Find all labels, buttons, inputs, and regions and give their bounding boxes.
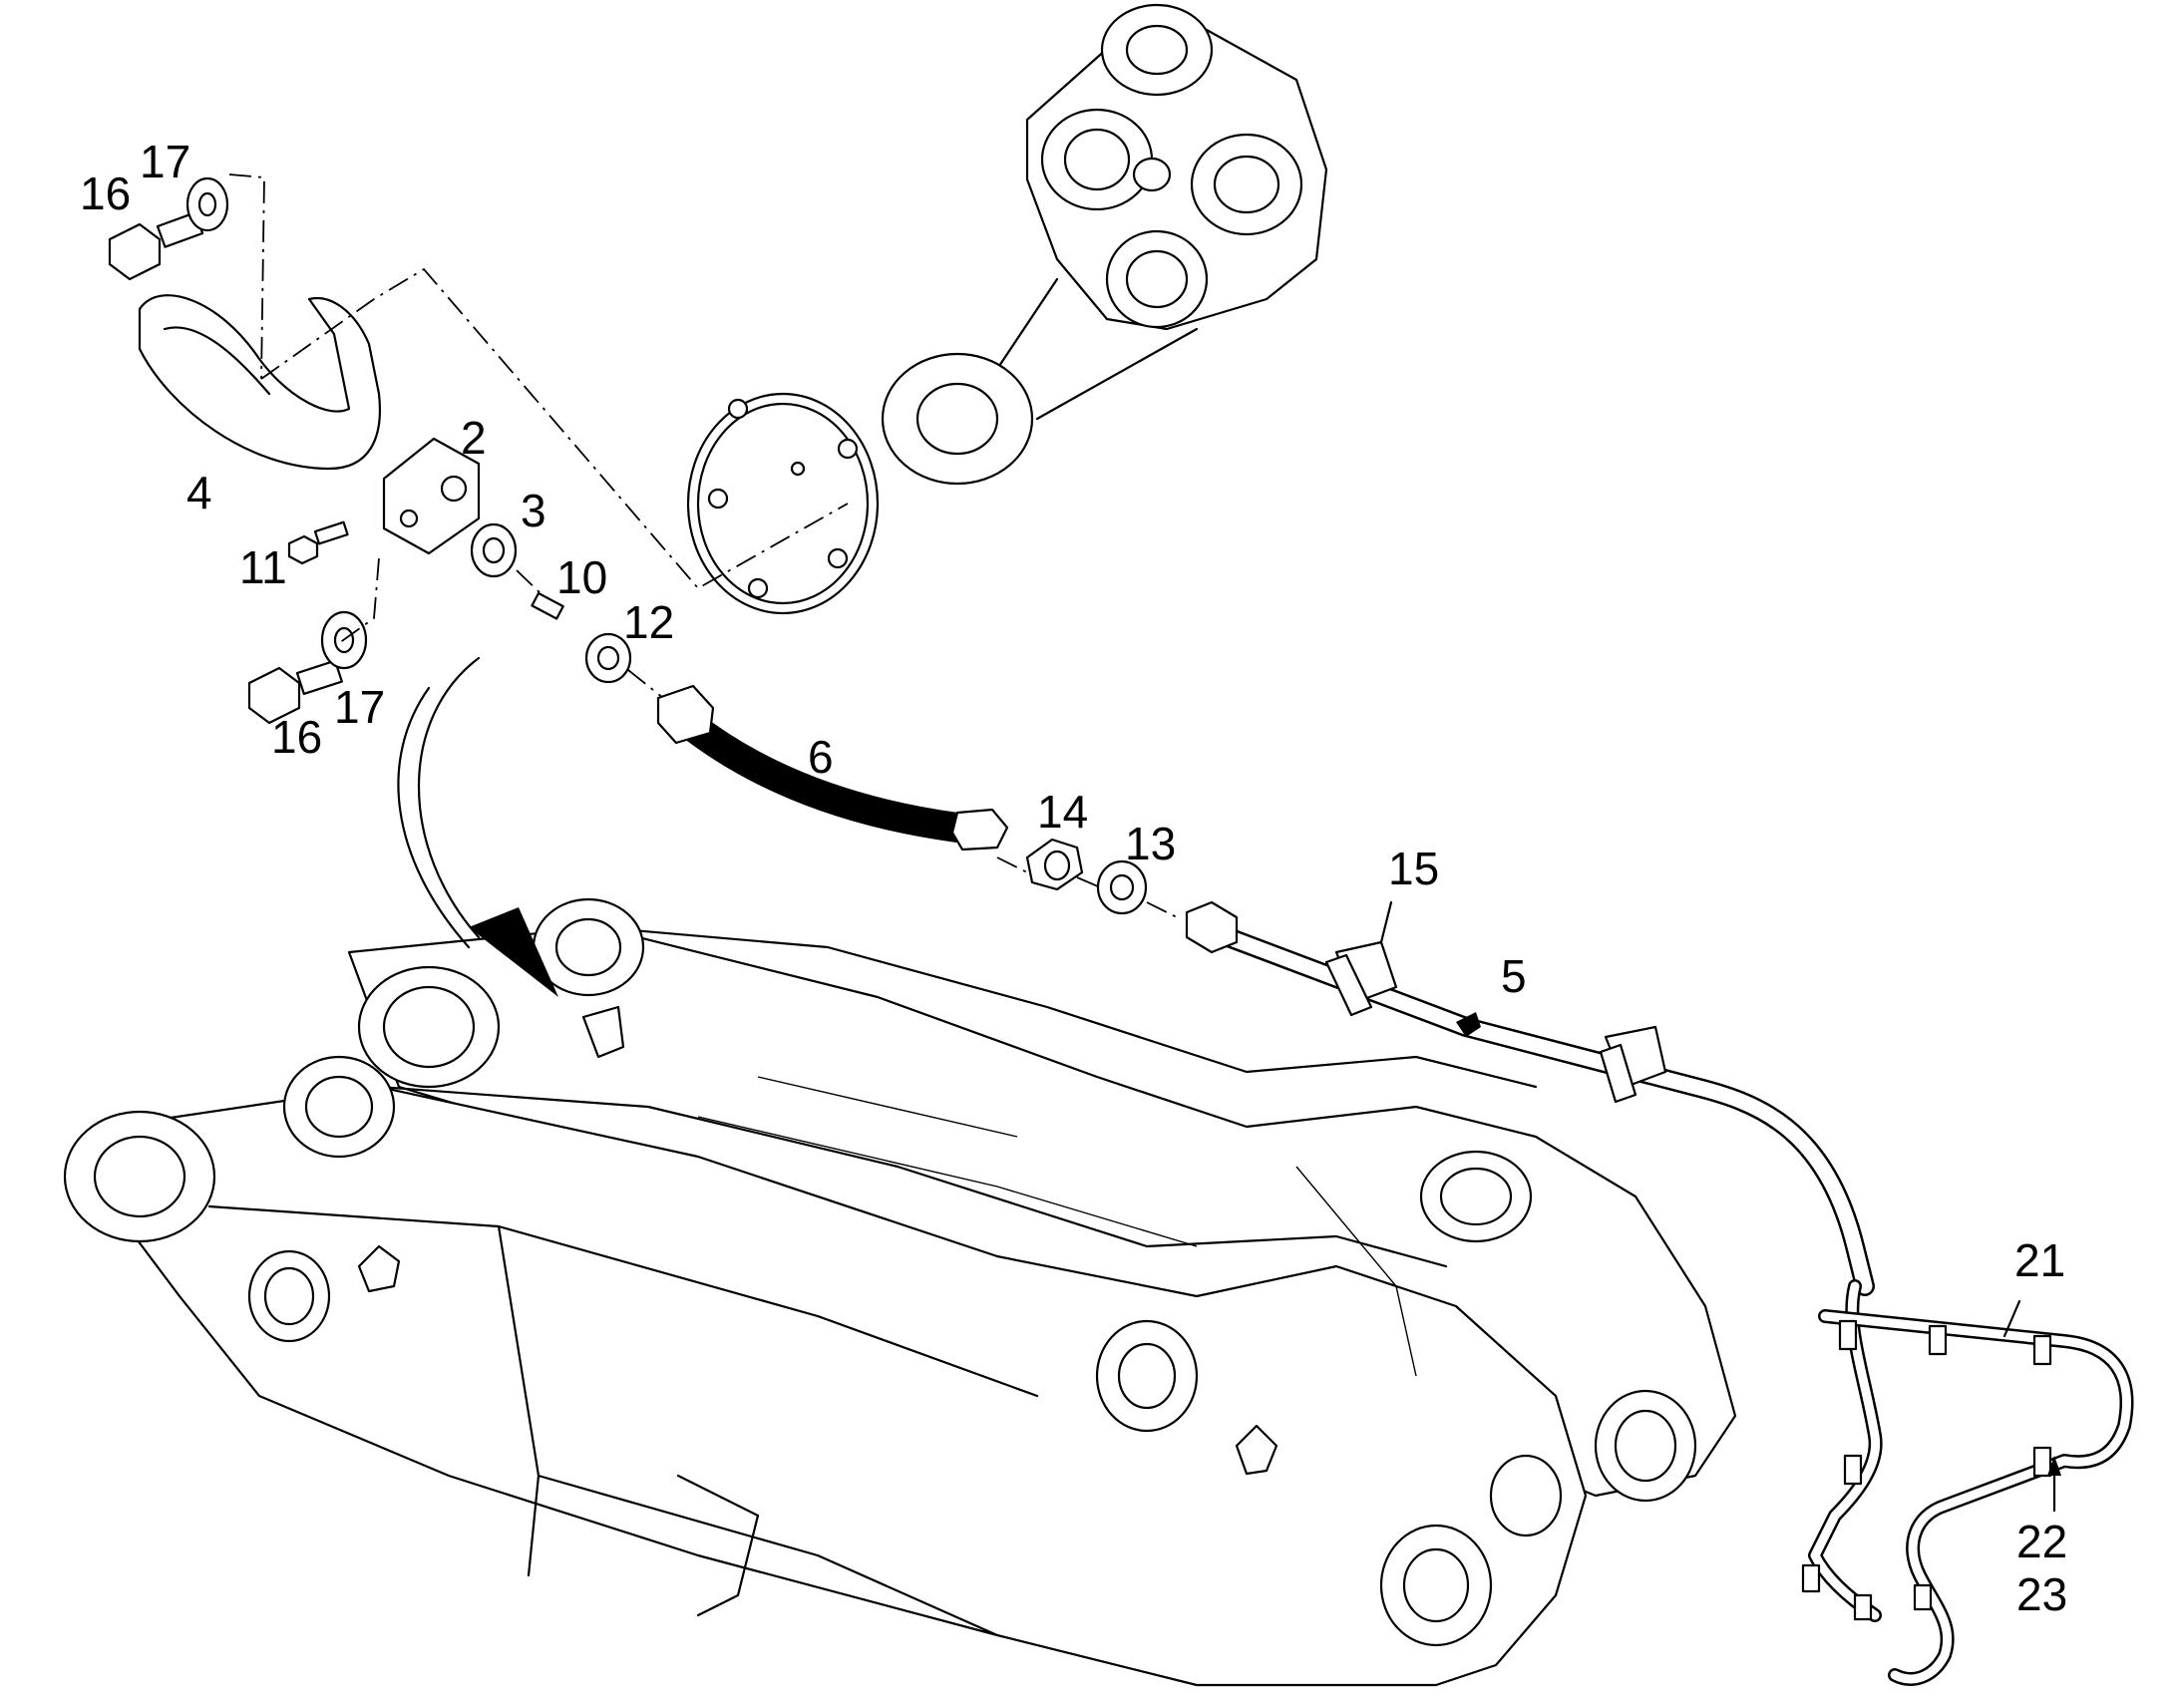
nut-14 xyxy=(1025,838,1084,891)
block-2 xyxy=(382,437,481,555)
cover-plate xyxy=(686,392,880,615)
pipe-5 xyxy=(1185,900,1875,1296)
callout-10: 10 xyxy=(556,551,607,603)
callout-labels: 17 16 2 4 3 11 10 12 17 16 6 14 13 15 5 … xyxy=(80,136,2067,1620)
callout-14: 14 xyxy=(1037,786,1088,838)
bolt-16-bottom xyxy=(247,659,343,725)
callout-16-bottom: 16 xyxy=(271,711,322,763)
nut-3 xyxy=(470,522,518,578)
clamp-15-a xyxy=(1324,940,1398,1017)
washer-17-top xyxy=(185,176,229,232)
callout-13: 13 xyxy=(1125,818,1176,869)
callout-23: 23 xyxy=(2016,1568,2067,1620)
callout-5: 5 xyxy=(1501,950,1527,1002)
callout-6: 6 xyxy=(808,731,834,783)
bolt-16-top xyxy=(108,211,204,281)
clamp-15-b xyxy=(1599,1025,1667,1104)
location-arrow xyxy=(397,656,558,997)
callout-11: 11 xyxy=(239,541,287,593)
callout-3: 3 xyxy=(521,485,546,536)
fitting-10 xyxy=(531,591,564,620)
boom-assembly xyxy=(63,897,1737,1687)
hose-6 xyxy=(656,684,1009,852)
bolt-11 xyxy=(287,520,349,565)
adapter-12 xyxy=(584,632,632,684)
centerlines xyxy=(228,173,1178,918)
callout-4: 4 xyxy=(186,467,212,518)
leader-lines xyxy=(1379,900,2061,1513)
callout-22: 22 xyxy=(2016,1516,2067,1567)
adapter-13 xyxy=(1096,859,1148,915)
callout-2: 2 xyxy=(461,412,487,464)
tube-21 xyxy=(1801,1279,2134,1686)
callout-17-top: 17 xyxy=(140,136,190,187)
callout-16-top: 16 xyxy=(80,168,131,219)
callout-17-bottom: 17 xyxy=(334,681,385,733)
callout-15: 15 xyxy=(1388,843,1439,894)
callout-12: 12 xyxy=(623,596,674,648)
callout-21: 21 xyxy=(2014,1234,2065,1286)
swing-bracket xyxy=(881,3,1328,486)
hook-plate-4 xyxy=(138,294,381,471)
